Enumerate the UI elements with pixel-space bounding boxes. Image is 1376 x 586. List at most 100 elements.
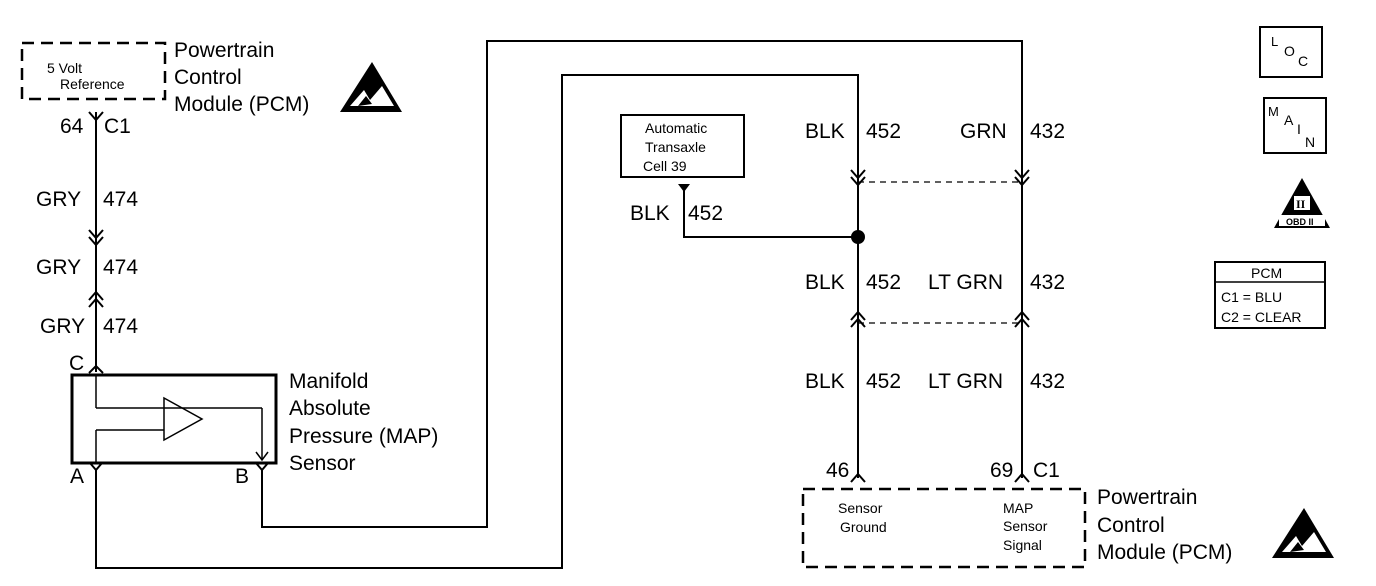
map-sensor: C A B Manifold Absolute Pressure (MAP) S… [69, 352, 438, 488]
connector-chevron [850, 310, 866, 321]
main-letter-i: I [1297, 121, 1301, 137]
signal-label-2: Sensor [1003, 518, 1048, 534]
ground-label-2: Ground [840, 519, 887, 535]
transaxle: Automatic Transaxle Cell 39 BLK 452 [620, 114, 858, 238]
connector-chevron [1014, 169, 1030, 180]
loc-letter-c: C [1298, 53, 1308, 69]
transaxle-line2: Transaxle [645, 139, 706, 155]
location-icon: L O C [1259, 26, 1323, 78]
pcm-bottom: 46 69 C1 Sensor Ground MAP Sensor Signal… [801, 459, 1334, 569]
ref-box-line1: 5 Volt [47, 60, 82, 76]
map-title-3: Pressure (MAP) [289, 425, 438, 448]
signal-label-3: Signal [1003, 537, 1042, 553]
wire-circuit-2: 474 [103, 256, 138, 279]
pcm-top-title-1: Powertrain [174, 39, 274, 62]
connector-chevron [88, 364, 104, 374]
connector-chevron [850, 317, 866, 328]
map-sensor-box [70, 373, 278, 465]
wire-circuit-1: 474 [103, 188, 138, 211]
connector-chevron [1014, 472, 1030, 483]
main-letter-a: A [1284, 112, 1294, 128]
wire-circuit-top-right: 432 [1030, 120, 1065, 143]
map-title-4: Sensor [289, 452, 356, 475]
wire-circuit-top-left: 452 [866, 120, 901, 143]
connector-chevron [1014, 310, 1030, 321]
terminal-b-connector [255, 462, 269, 478]
transaxle-terminal [678, 184, 690, 192]
wire-circuit-mid-left: 452 [866, 271, 901, 294]
connector-chevron [88, 297, 104, 308]
pcm-legend-title: PCM [1251, 265, 1282, 281]
terminal-b: B [235, 465, 249, 488]
ref-box [20, 41, 167, 101]
right-harness: BLK 452 GRN 432 BLK 452 LT GRN 432 BLK 4… [805, 120, 1065, 483]
connector-chevron [88, 111, 104, 122]
wire-color-bot-right: LT GRN [928, 370, 1003, 393]
transaxle-box [620, 114, 745, 178]
pcm-bottom-title-3: Module (PCM) [1097, 541, 1232, 564]
wire-color-bot-left: BLK [805, 370, 845, 393]
pin-signal: 69 [990, 459, 1013, 482]
terminal-a: A [70, 465, 84, 488]
wire-color-2: GRY [36, 256, 81, 279]
pcm-legend-c1: C1 = BLU [1221, 289, 1282, 305]
connector-chevron [1014, 317, 1030, 328]
pcm-bottom-title-2: Control [1097, 514, 1165, 537]
esd-warning-icon [340, 62, 402, 112]
terminal-a-connector [89, 462, 103, 478]
ref-box-line2: Reference [60, 76, 125, 92]
pin-ground: 46 [826, 459, 849, 482]
wire-color-mid-left: BLK [805, 271, 845, 294]
pcm-top-title-3: Module (PCM) [174, 93, 309, 116]
map-title-2: Absolute [289, 397, 371, 420]
pcm-top: 5 Volt Reference Powertrain Control Modu… [20, 39, 402, 138]
wire-color-top-right: GRN [960, 120, 1007, 143]
connector-chevron [850, 169, 866, 180]
ground-label-1: Sensor [838, 500, 883, 516]
connector-chevron [88, 229, 104, 240]
obd-roman: II [1296, 197, 1306, 211]
wire-color-mid-right: LT GRN [928, 271, 1003, 294]
obd-ii-icon: II OBD II [1274, 178, 1330, 228]
splice-dot [851, 230, 865, 244]
transaxle-wire-circuit: 452 [688, 202, 723, 225]
main-letter-m: M [1268, 104, 1279, 119]
wire-color-3: GRY [40, 315, 85, 338]
routing-wires [95, 40, 1023, 569]
main-icon: M A I N [1263, 97, 1327, 154]
esd-warning-icon [1272, 508, 1334, 558]
connector-chevron [88, 290, 104, 301]
pcm-bottom-box [801, 487, 1087, 569]
map-title-1: Manifold [289, 370, 368, 393]
terminal-c: C [69, 352, 84, 375]
signal-label-1: MAP [1003, 500, 1033, 516]
wire-color-1: GRY [36, 188, 81, 211]
transaxle-line1: Automatic [645, 120, 707, 136]
wire-circuit-bot-right: 432 [1030, 370, 1065, 393]
connector-chevron [1014, 176, 1030, 187]
pcm-top-connector: C1 [104, 115, 131, 138]
obd-label: OBD II [1286, 217, 1314, 227]
main-letter-n: N [1305, 134, 1315, 150]
loc-letter-l: L [1271, 34, 1278, 49]
connector-chevron [88, 236, 104, 247]
wire-color-top-left: BLK [805, 120, 845, 143]
left-harness: GRY 474 GRY 474 GRY 474 [36, 111, 138, 374]
connector-chevron [850, 472, 866, 483]
transaxle-wire-color: BLK [630, 202, 670, 225]
pcm-connector-legend: PCM C1 = BLU C2 = CLEAR [1214, 261, 1326, 329]
wire-circuit-bot-left: 452 [866, 370, 901, 393]
connector-chevron [850, 176, 866, 187]
pcm-bottom-connector: C1 [1033, 459, 1060, 482]
transaxle-line3: Cell 39 [643, 158, 687, 174]
legend: L O C M A I N II OBD II PCM C1 = BLU C2 … [1214, 26, 1330, 329]
pcm-legend-c2: C2 = CLEAR [1221, 309, 1302, 325]
pcm-bottom-title-1: Powertrain [1097, 486, 1197, 509]
pcm-top-pin: 64 [60, 115, 84, 138]
wire-circuit-mid-right: 432 [1030, 271, 1065, 294]
amplifier-symbol [163, 396, 204, 442]
wire-circuit-3: 474 [103, 315, 138, 338]
pcm-top-title-2: Control [174, 66, 242, 89]
loc-letter-o: O [1284, 43, 1295, 59]
